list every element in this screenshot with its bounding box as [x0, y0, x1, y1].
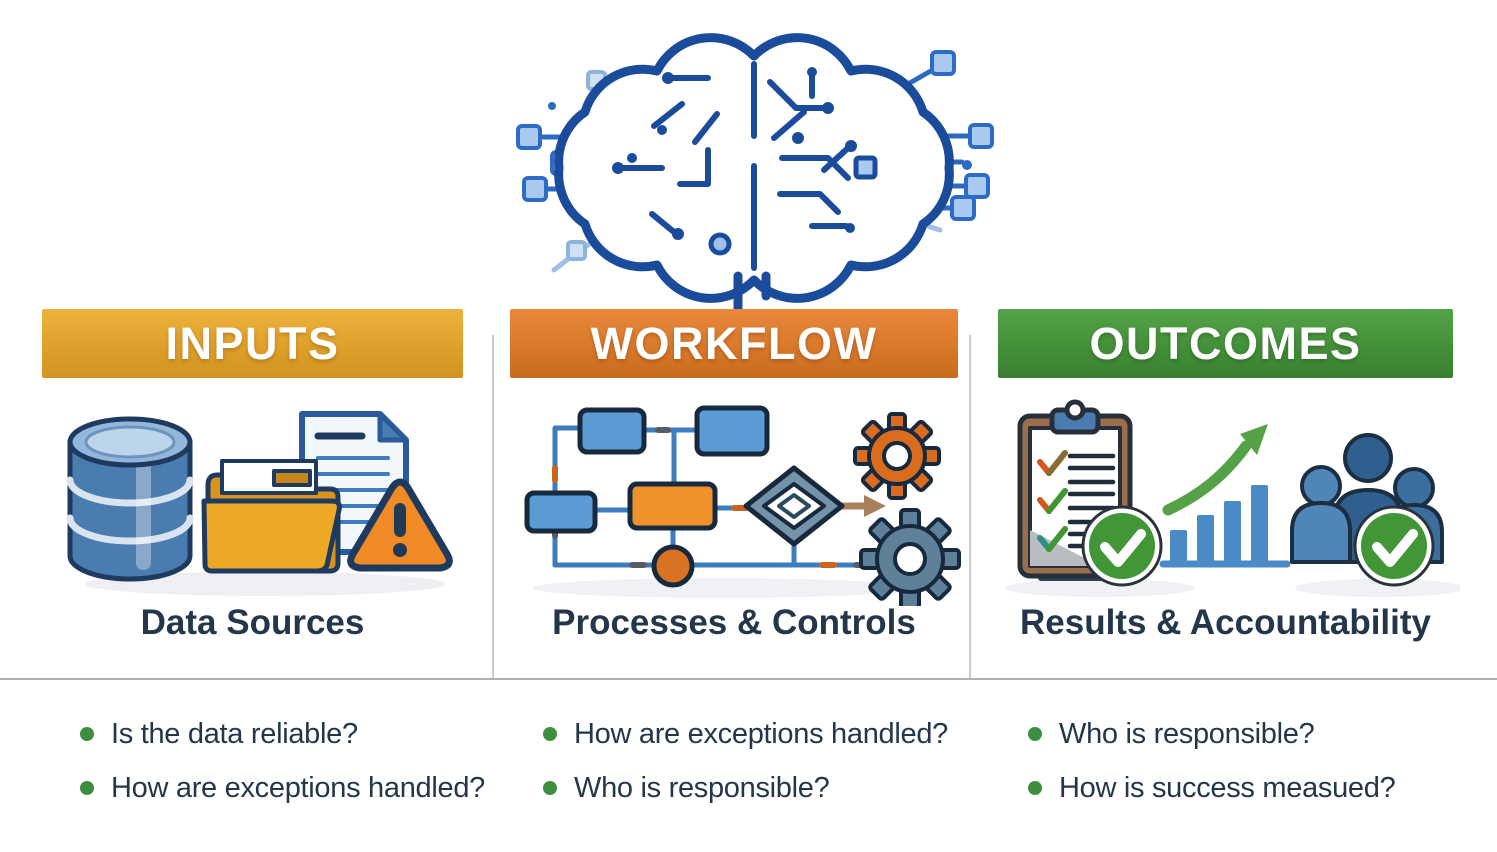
- outcomes-subtitle: Results & Accountability: [1020, 603, 1431, 642]
- folder-icon: [201, 459, 342, 574]
- bullet-dot-icon: [80, 727, 94, 741]
- outcomes-header-bar: OUTCOMES: [998, 309, 1453, 378]
- inputs-icons: [66, 411, 453, 596]
- column-divider: [492, 335, 494, 679]
- bullet-dot-icon: [1028, 727, 1042, 741]
- bullet-text: Is the data reliable?: [111, 718, 358, 750]
- list-item: Is the data reliable?: [80, 716, 520, 752]
- workflow-header-label: WORKFLOW: [590, 317, 878, 369]
- column-divider: [969, 335, 971, 679]
- gear-icon: [859, 508, 961, 606]
- list-item: Who is responsible?: [543, 770, 983, 806]
- workflow-subtitle: Processes & Controls: [552, 603, 916, 642]
- bullet-dot-icon: [1028, 781, 1042, 796]
- bullet-dot-icon: [543, 781, 557, 796]
- inputs-header-label: INPUTS: [165, 317, 340, 369]
- check-circle-icon: [1081, 505, 1163, 587]
- bullet-dot-icon: [543, 727, 557, 741]
- horizontal-rule: [0, 678, 1497, 680]
- inputs-bullet-list: Is the data reliable? How are exceptions…: [80, 716, 520, 807]
- bullet-text: Who is responsible?: [1059, 718, 1315, 750]
- inputs-header-bar: INPUTS: [42, 309, 463, 378]
- bullet-text: How are exceptions handled?: [574, 718, 948, 750]
- outcomes-icons: [1005, 399, 1460, 597]
- outcomes-header-label: OUTCOMES: [1089, 317, 1362, 369]
- gear-icon: [853, 412, 941, 500]
- bullet-text: How is success measued?: [1059, 772, 1396, 805]
- outcomes-bullet-list: Who is responsible? How is success measu…: [1028, 716, 1468, 807]
- check-circle-icon: [1353, 505, 1435, 587]
- workflow-icons: [524, 405, 961, 606]
- growth-chart-icon: [1159, 424, 1291, 568]
- workflow-header-bar: WORKFLOW: [510, 309, 958, 378]
- bullet-dot-icon: [80, 781, 94, 796]
- warning-triangle-icon: [347, 478, 453, 572]
- inputs-subtitle: Data Sources: [140, 603, 365, 642]
- list-item: How are exceptions handled?: [80, 770, 520, 806]
- database-icon: [66, 416, 194, 582]
- list-item: How are exceptions handled?: [543, 716, 983, 752]
- bullet-text: Who is responsible?: [574, 772, 830, 805]
- workflow-bullet-list: How are exceptions handled? Who is respo…: [543, 716, 983, 807]
- bullet-text: How are exceptions handled?: [111, 772, 485, 805]
- flowchart-icon: [524, 405, 886, 588]
- circuit-brain-icon: [516, 33, 994, 310]
- list-item: Who is responsible?: [1028, 716, 1468, 752]
- list-item: How is success measued?: [1028, 770, 1468, 806]
